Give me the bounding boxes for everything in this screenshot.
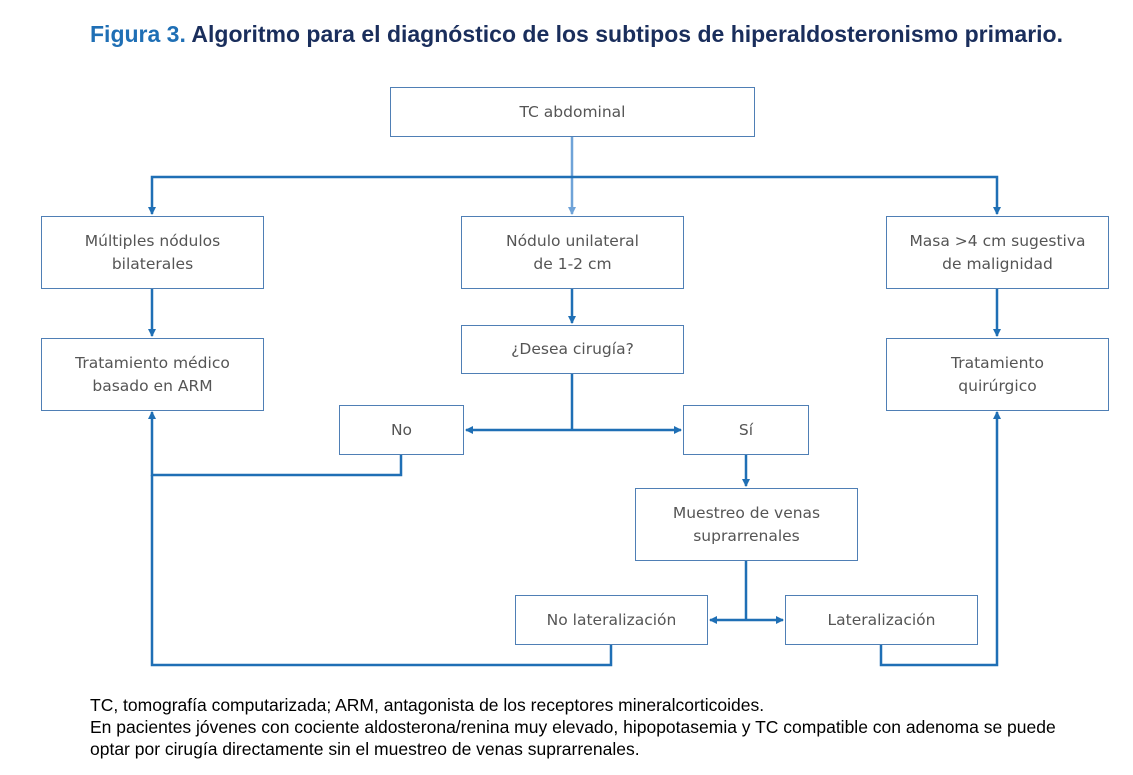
node-tratamiento-medico: Tratamiento médico basado en ARM	[41, 338, 264, 411]
figure-title-text: Algoritmo para el diagnóstico de los sub…	[191, 21, 1063, 47]
node-desea-cirugia: ¿Desea cirugía?	[461, 325, 684, 374]
node-masa-malignidad: Masa >4 cm sugestiva de malignidad	[886, 216, 1109, 289]
footnote-note: En pacientes jóvenes con cociente aldost…	[90, 717, 1056, 759]
node-multiples-nodulos: Múltiples nódulos bilaterales	[41, 216, 264, 289]
node-tratamiento-quirurgico: Tratamiento quirúrgico	[886, 338, 1109, 411]
node-si: Sí	[683, 405, 809, 455]
node-nodulo-unilateral: Nódulo unilateral de 1-2 cm	[461, 216, 684, 289]
footnote-abbreviations: TC, tomografía computarizada; ARM, antag…	[90, 695, 765, 715]
connector-lat-to-quirurgico	[879, 411, 1001, 667]
node-lateralizacion: Lateralización	[785, 595, 978, 645]
connector-nolat-to-medico	[150, 475, 613, 667]
figure-label: Figura 3.	[90, 21, 186, 47]
node-tc-abdominal: TC abdominal	[390, 87, 755, 137]
connector-tc-to-masa	[572, 175, 1001, 215]
connector-tc-to-multiples	[148, 175, 572, 215]
node-no: No	[339, 405, 464, 455]
figure-footnote: TC, tomografía computarizada; ARM, antag…	[90, 694, 1090, 760]
node-no-lateralizacion: No lateralización	[515, 595, 708, 645]
connector-no-to-medico	[148, 411, 403, 477]
figure-title: Figura 3. Algoritmo para el diagnóstico …	[90, 20, 1070, 49]
node-muestreo-venas: Muestreo de venas suprarrenales	[635, 488, 858, 561]
flowchart-connectors	[148, 137, 1001, 667]
